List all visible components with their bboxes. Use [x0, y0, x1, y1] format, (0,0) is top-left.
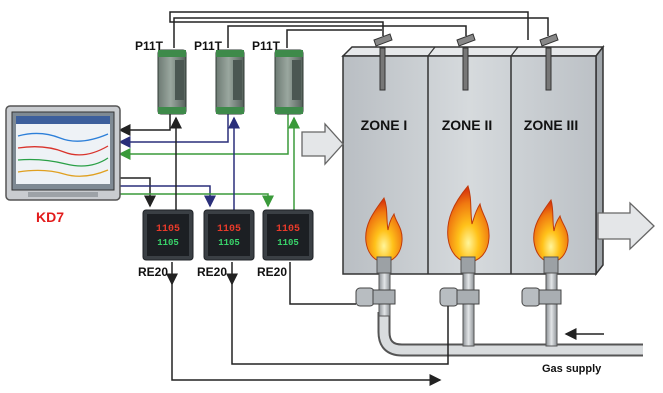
- re20-display-top: 1105: [156, 224, 180, 235]
- wiring-top: [170, 12, 548, 48]
- gas-piping: [379, 272, 643, 350]
- outlet-arrow-icon: [598, 203, 654, 249]
- wiring-transmitter-to-recorder: [120, 112, 288, 154]
- p11t-label: P11T: [194, 39, 223, 53]
- gas-supply-label: Gas supply: [542, 363, 602, 375]
- re20-label: RE20: [197, 265, 227, 279]
- valve-icon: [440, 288, 479, 306]
- wiring-controllers-to-transmitters: [176, 118, 294, 210]
- p11t-label: P11T: [135, 39, 164, 53]
- wiring-controllers-to-valves: [172, 262, 448, 380]
- kd7-label: KD7: [36, 209, 64, 225]
- zone-label: ZONE I: [361, 117, 408, 133]
- re20-display-bottom: 1105: [157, 238, 179, 248]
- p11t-transmitter: [216, 50, 244, 114]
- re20-display-bottom: 1105: [218, 238, 240, 248]
- re20-display-bottom: 1105: [277, 238, 299, 248]
- re20-display-top: 1105: [217, 224, 241, 235]
- zone-label: ZONE II: [442, 117, 493, 133]
- valve-icon: [522, 288, 561, 306]
- wiring-recorder-to-controllers: [118, 178, 268, 206]
- re20-controller: 1105 1105: [263, 210, 313, 260]
- re20-label: RE20: [138, 265, 168, 279]
- re20-controller: 1105 1105: [204, 210, 254, 260]
- p11t-label: P11T: [252, 39, 281, 53]
- re20-controller: 1105 1105: [143, 210, 193, 260]
- zone-label: ZONE III: [524, 117, 578, 133]
- re20-label: RE20: [257, 265, 287, 279]
- p11t-transmitter: [275, 50, 303, 114]
- re20-display-top: 1105: [276, 224, 300, 235]
- inlet-arrow-icon: [302, 124, 343, 164]
- p11t-transmitter: [158, 50, 186, 114]
- kd7-recorder: [6, 106, 120, 200]
- valve-icon: [356, 288, 395, 306]
